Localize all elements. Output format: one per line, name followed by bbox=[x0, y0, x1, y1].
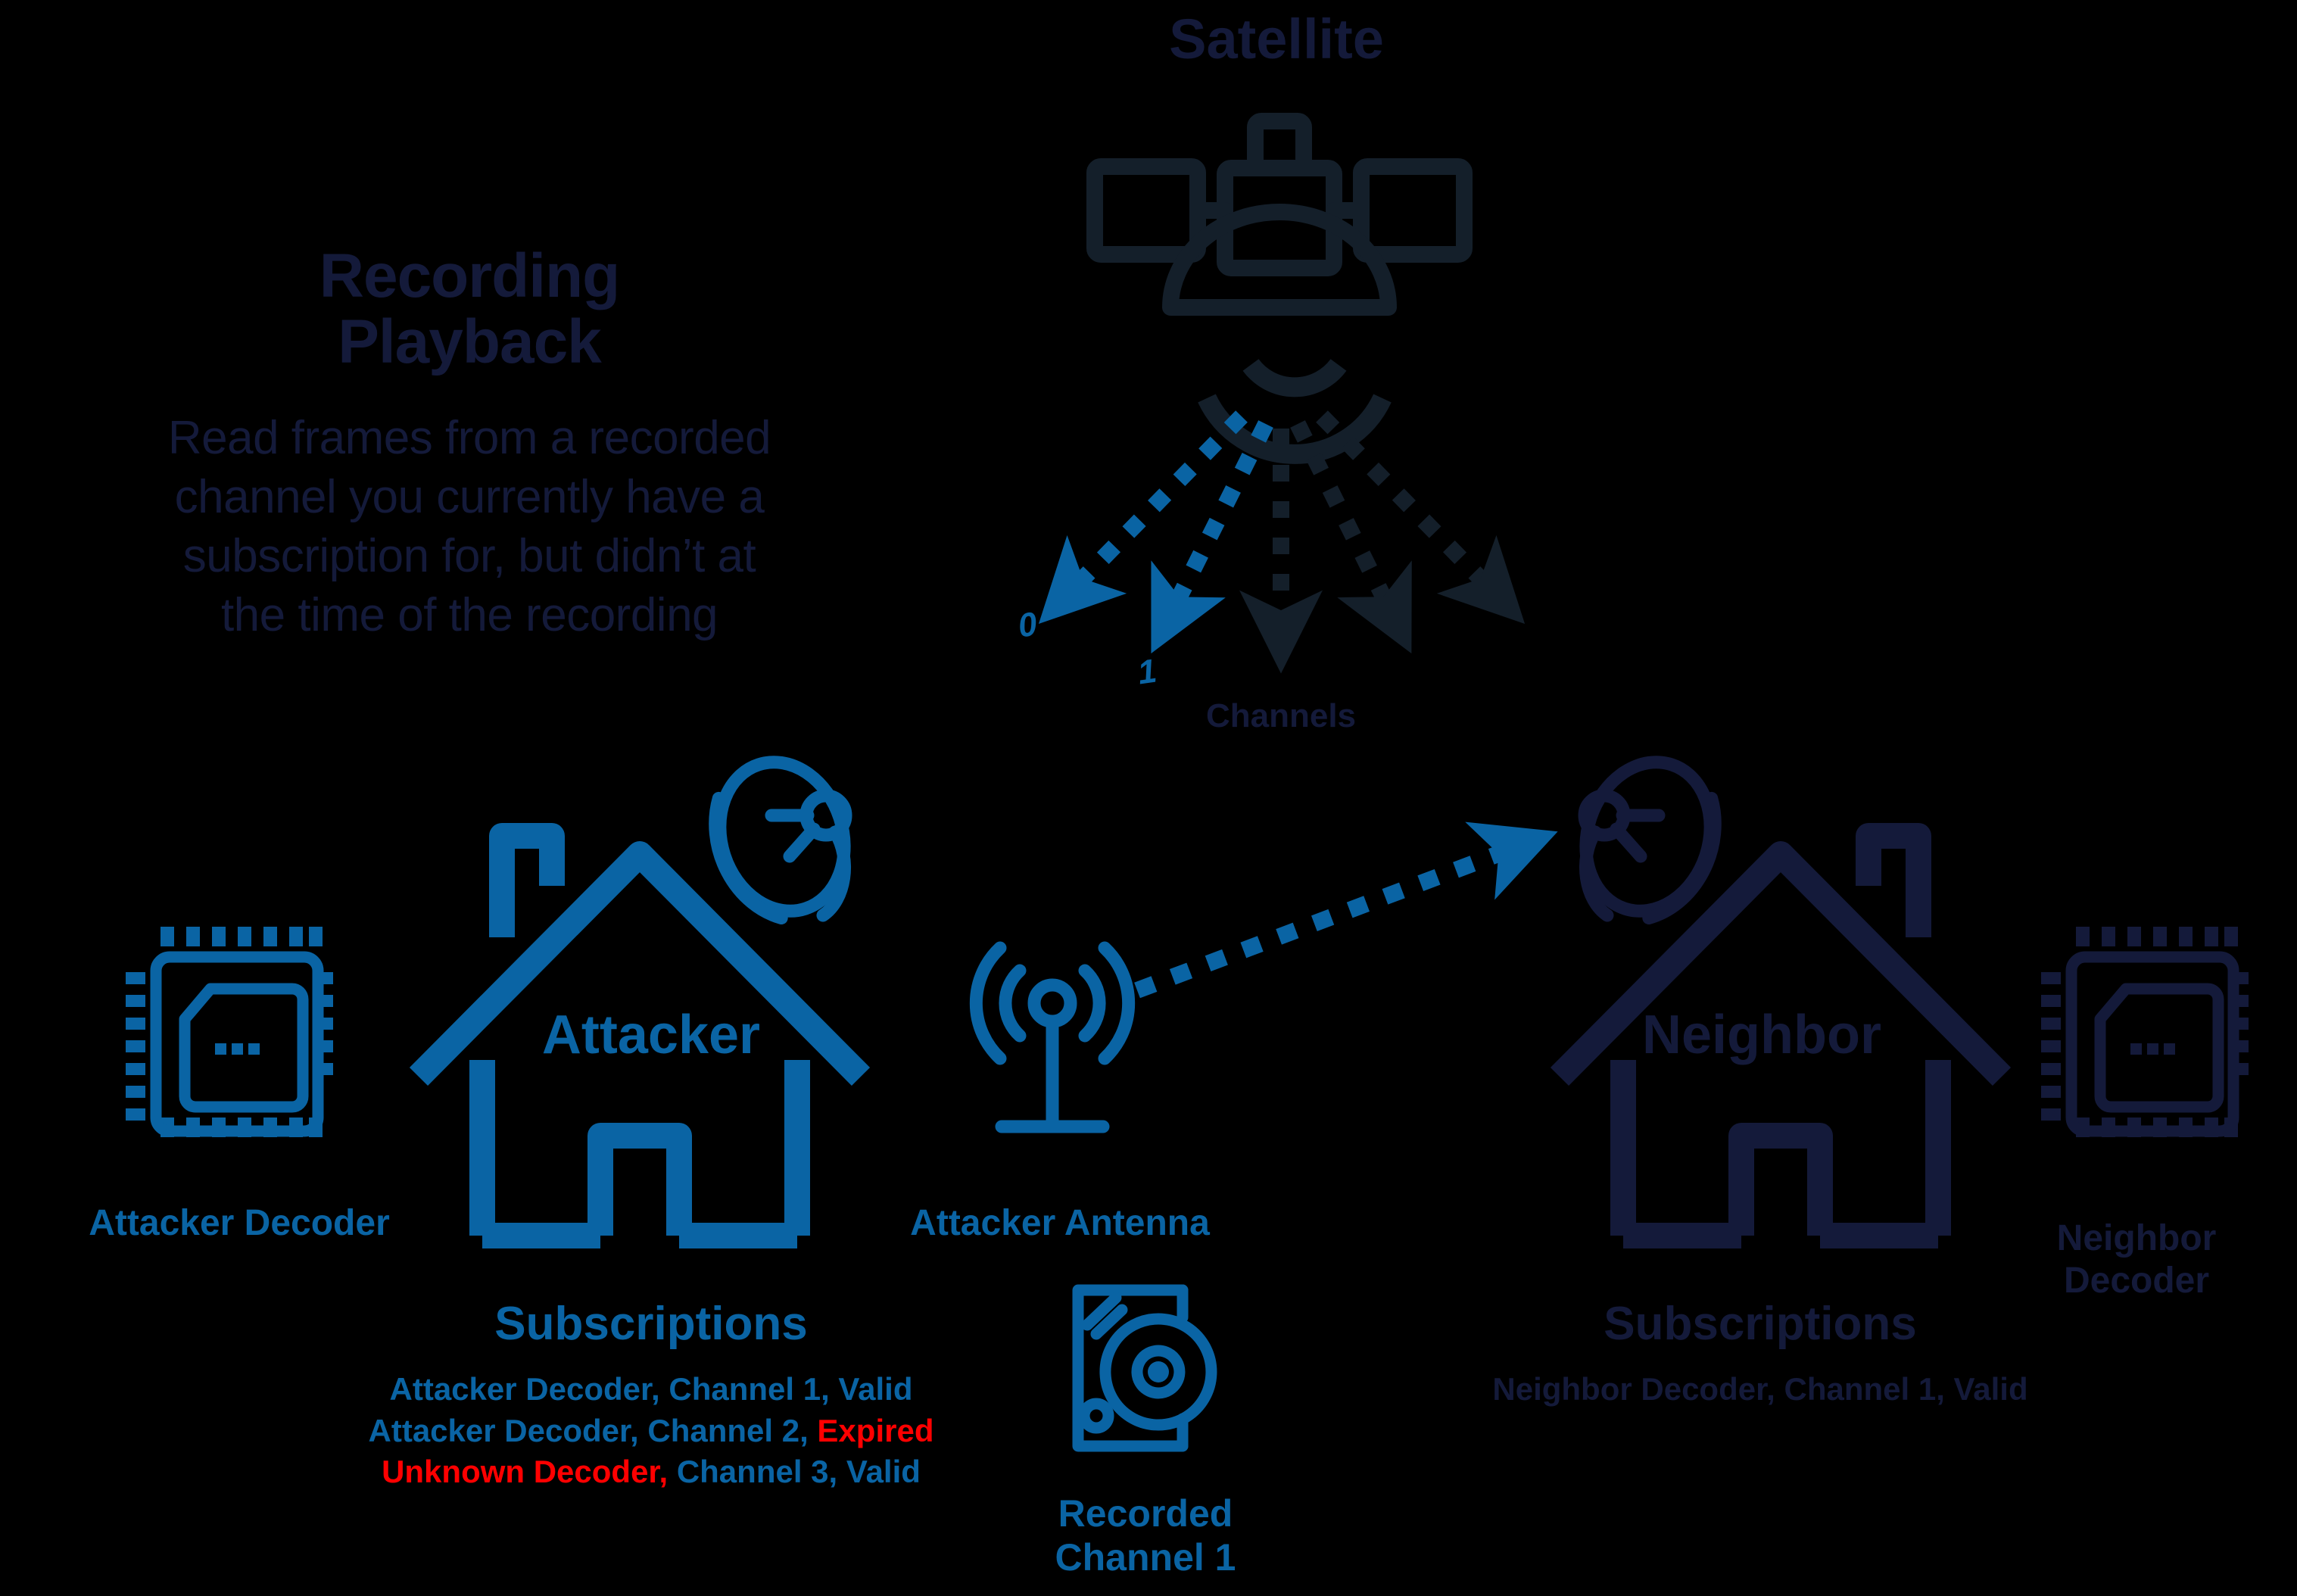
channel-beams bbox=[1038, 410, 1526, 674]
channel-marker-1: 1 bbox=[1135, 652, 1159, 692]
neighbor-decoder-label-line2: Decoder bbox=[2063, 1260, 2210, 1301]
recording-playback-description-line2: channel you currently have a bbox=[174, 471, 765, 524]
subscription-decoder: Attacker Decoder bbox=[389, 1371, 652, 1407]
beam-3 bbox=[1290, 420, 1412, 654]
beam-1 bbox=[1151, 420, 1273, 654]
attacker-antenna-label: Attacker Antenna bbox=[910, 1203, 1210, 1243]
recording-playback-description-line3: subscription for, but didn’t at bbox=[182, 530, 756, 583]
subscription-decoder: Neighbor Decoder bbox=[1492, 1371, 1767, 1407]
subscription-channel: Channel 1 bbox=[669, 1371, 821, 1407]
attacker-antenna-icon bbox=[969, 941, 1136, 1133]
attacker-decoder-chip-icon bbox=[126, 927, 333, 1137]
neighbor-house-label: Neighbor bbox=[1642, 1005, 1881, 1065]
subscription-row: Neighbor Decoder, Channel 1, Valid bbox=[1492, 1371, 2028, 1407]
subscription-channel: Channel 2 bbox=[647, 1412, 800, 1448]
recording-playback-description: Read frames from a recorded channel you … bbox=[168, 409, 771, 645]
neighbor-subscriptions-title: Subscriptions bbox=[1604, 1298, 1917, 1350]
subscription-channel: Channel 3 bbox=[676, 1454, 829, 1490]
beam-4 bbox=[1316, 410, 1526, 625]
attacker-satellite-dish-icon bbox=[709, 756, 852, 925]
neighbor-house-icon bbox=[1550, 823, 2012, 1248]
subscription-channel: Channel 1 bbox=[1784, 1371, 1937, 1407]
recorded-channel-label-line2: Channel 1 bbox=[1055, 1536, 1236, 1579]
attacker-subscriptions-list: Attacker Decoder, Channel 1, Valid Attac… bbox=[369, 1369, 934, 1493]
beam-0 bbox=[1038, 410, 1248, 625]
recording-playback-title-line1: Recording bbox=[319, 242, 620, 310]
subscription-status: Expired bbox=[817, 1412, 934, 1448]
recording-playback-description-line1: Read frames from a recorded bbox=[167, 412, 771, 464]
neighbor-decoder-label: Neighbor Decoder bbox=[2057, 1217, 2217, 1301]
neighbor-decoder-chip-icon bbox=[2041, 927, 2249, 1137]
attacker-subscriptions-title: Subscriptions bbox=[494, 1298, 808, 1350]
subscription-row: Unknown Decoder, Channel 3, Valid bbox=[382, 1454, 921, 1490]
recording-playback-description-line4: the time of the recording bbox=[220, 589, 718, 642]
neighbor-subscriptions-list: Neighbor Decoder, Channel 1, Valid bbox=[1492, 1369, 2027, 1411]
recording-playback-title-line2: Playback bbox=[338, 307, 602, 376]
subscription-decoder: Unknown Decoder bbox=[382, 1454, 659, 1490]
satellite-title: Satellite bbox=[1169, 8, 1384, 70]
recorded-channel-disk-icon bbox=[1072, 1284, 1217, 1452]
attacker-house-icon bbox=[409, 823, 871, 1248]
attacker-decoder-label: Attacker Decoder bbox=[89, 1203, 390, 1243]
subscription-status: Valid bbox=[838, 1371, 913, 1407]
neighbor-decoder-label-line1: Neighbor bbox=[2056, 1218, 2217, 1258]
subscription-status: Valid bbox=[1953, 1371, 2028, 1407]
subscription-row: Attacker Decoder, Channel 2, Expired bbox=[368, 1412, 934, 1448]
satellite-wave-icon bbox=[1198, 358, 1392, 464]
neighbor-satellite-dish-icon bbox=[1578, 756, 1722, 925]
subscription-decoder: Attacker Decoder bbox=[368, 1412, 631, 1448]
attacker-to-neighbor-link bbox=[1134, 821, 1558, 999]
attacker-house-label: Attacker bbox=[541, 1005, 761, 1065]
channels-label: Channels bbox=[1205, 697, 1357, 734]
subscription-row: Attacker Decoder, Channel 1, Valid bbox=[389, 1371, 913, 1407]
recorded-channel-label-line1: Recorded bbox=[1058, 1492, 1233, 1535]
subscription-status: Valid bbox=[846, 1454, 921, 1490]
recorded-channel-label: Recorded Channel 1 bbox=[1055, 1492, 1236, 1579]
recording-playback-title: Recording Playback bbox=[319, 242, 620, 376]
satellite-icon bbox=[1086, 113, 1473, 316]
